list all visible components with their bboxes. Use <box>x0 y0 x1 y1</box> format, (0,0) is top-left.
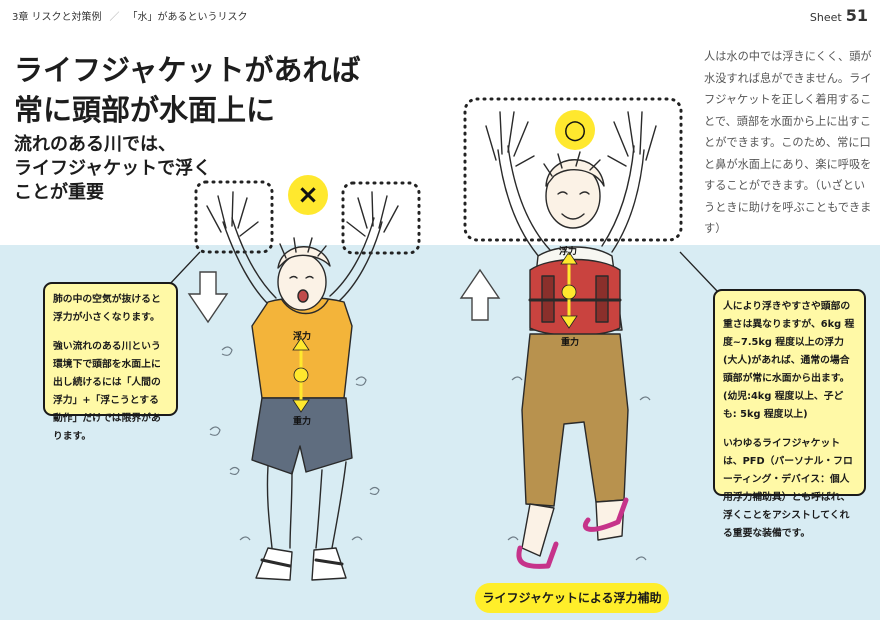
callout-pointer-right <box>679 251 719 293</box>
title-line-1: ライフジャケットがあれば <box>14 53 361 87</box>
right-callout-box: 人により浮きやすさや頭部の重さは異なりますが、6kg 程度~7.5kg 程度以上… <box>713 289 866 539</box>
callout-pointer-left <box>167 251 201 287</box>
left-hand-focus-box <box>194 180 274 254</box>
gravity-label-right: 重力 <box>561 338 580 348</box>
body-text: 人は水の中では浮きにくく、頭が水没すれば息ができません。ライフジャケットを正しく… <box>704 50 872 235</box>
page-subtitle: 流れのある川では、 ライフジャケットで浮く ことが重要 <box>14 133 211 205</box>
title-line-2: 常に頭部が水面上に <box>14 93 276 127</box>
left-callout-paragraph-2: 強い流れのある川という環境下で頭部を水面上に出し続けるには「人間の浮力」+「浮こ… <box>53 341 161 442</box>
sheet-number-value: 51 <box>845 6 868 25</box>
subtitle-line-3: ことが重要 <box>14 182 104 203</box>
chapter-label: 3章 リスクと対策例 <box>12 12 102 23</box>
floating-arrow-icon <box>459 268 501 321</box>
subtitle-line-1: 流れのある川では、 <box>14 134 176 155</box>
right-hand-focus-box <box>341 181 421 255</box>
sinking-arrow-icon <box>187 271 229 324</box>
illustration-caption: ライフジャケットによる浮力補助 <box>475 583 669 613</box>
swimmer-with-jacket <box>485 111 657 569</box>
gravity-label-left: 重力 <box>293 417 312 427</box>
correct-mark-icon: ○ <box>555 110 595 150</box>
chapter-header: 3章 リスクと対策例／「水」があるというリスク <box>12 12 248 23</box>
left-callout-paragraph-1: 肺の中の空気が抜けると浮力が小さくなります。 <box>53 294 161 323</box>
left-callout-box: 肺の中の空気が抜けると浮力が小さくなります。 強い流れのある川という環境下で頭部… <box>43 282 178 442</box>
incorrect-mark-icon: × <box>288 175 328 215</box>
right-callout-paragraph-2: いわゆるライフジャケットは、PFD（パーソナル・フローティング・デバイス：個人用… <box>723 438 853 539</box>
buoyancy-label-right: 浮力 <box>559 247 578 257</box>
buoyancy-label-left: 浮力 <box>293 332 312 342</box>
right-callout-paragraph-1: 人により浮きやすさや頭部の重さは異なりますが、6kg 程度~7.5kg 程度以上… <box>723 301 855 420</box>
page-title: ライフジャケットがあれば 常に頭部が水面上に <box>14 50 361 130</box>
subtitle-line-2: ライフジャケットで浮く <box>14 158 212 179</box>
section-label: 「水」があるというリスク <box>127 12 248 23</box>
center-of-mass-right <box>561 284 577 300</box>
head-focus-box <box>463 97 683 242</box>
center-of-mass-left <box>293 367 309 383</box>
sheet-label: Sheet <box>809 11 842 24</box>
